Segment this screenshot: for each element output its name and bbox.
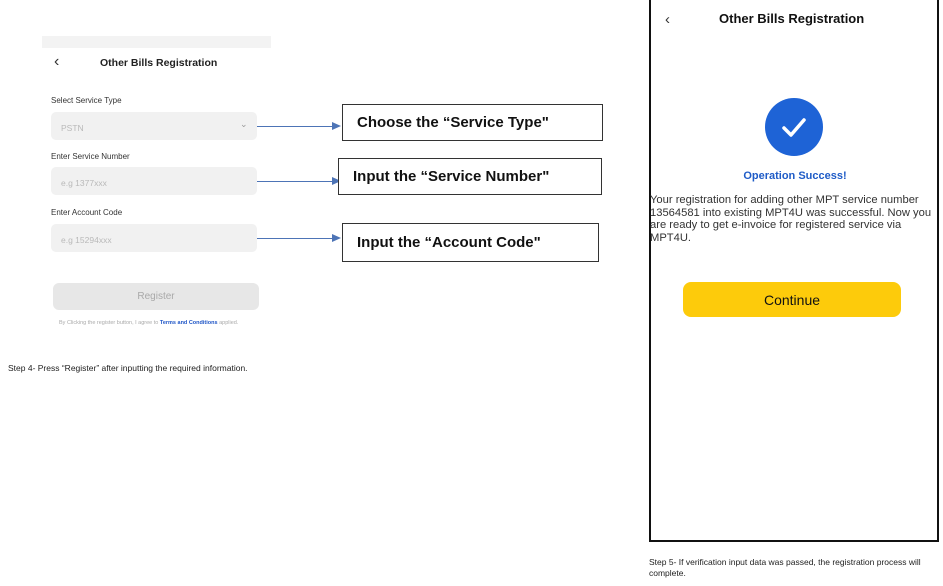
account-code-placeholder: e.g 15294xxx (61, 235, 112, 245)
service-type-label: Select Service Type (51, 96, 122, 105)
back-icon[interactable]: ‹ (54, 53, 60, 70)
arrow-head-2 (332, 177, 341, 185)
callout-account-code: Input the “Account Code" (342, 223, 599, 262)
arrow-head-3 (332, 234, 341, 242)
status-bar (42, 36, 271, 48)
account-code-input[interactable] (51, 224, 257, 252)
service-number-input[interactable] (51, 167, 257, 195)
success-title: Operation Success! (743, 170, 847, 182)
terms-link[interactable]: Terms and Conditions (159, 320, 218, 326)
service-type-select[interactable] (51, 112, 257, 140)
page-title: Other Bills Registration (100, 57, 218, 69)
callout-service-number: Input the “Service Number" (338, 158, 602, 195)
terms-prefix: By Clicking the register button, I agree… (59, 320, 160, 326)
back-icon[interactable]: ‹ (665, 11, 670, 28)
service-number-label: Enter Service Number (51, 152, 130, 161)
callout-service-type: Choose the “Service Type" (342, 104, 603, 141)
check-icon (782, 118, 806, 137)
terms-suffix: applied. (217, 320, 239, 326)
register-button[interactable]: Register (53, 283, 259, 310)
arrow-head-1 (332, 122, 341, 130)
arrow-line-2 (257, 181, 334, 182)
check-circle-icon (765, 98, 823, 156)
terms-line: By Clicking the register button, I agree… (59, 320, 238, 326)
service-number-placeholder: e.g 1377xxx (61, 178, 107, 188)
page-title: Other Bills Registration (719, 11, 865, 26)
step5-caption: Step 5- If verification input data was p… (649, 557, 921, 578)
right-phone-screenshot (649, 0, 939, 542)
step4-caption: Step 4- Press “Register” after inputting… (8, 363, 248, 373)
success-message: Your registration for adding other MPT s… (650, 194, 932, 244)
arrow-line-1 (257, 126, 334, 127)
arrow-line-3 (257, 238, 334, 239)
account-code-label: Enter Account Code (51, 208, 123, 217)
continue-button[interactable]: Continue (683, 282, 901, 317)
chevron-down-icon[interactable]: ⌄ (240, 119, 248, 129)
service-type-value: PSTN (61, 123, 84, 133)
